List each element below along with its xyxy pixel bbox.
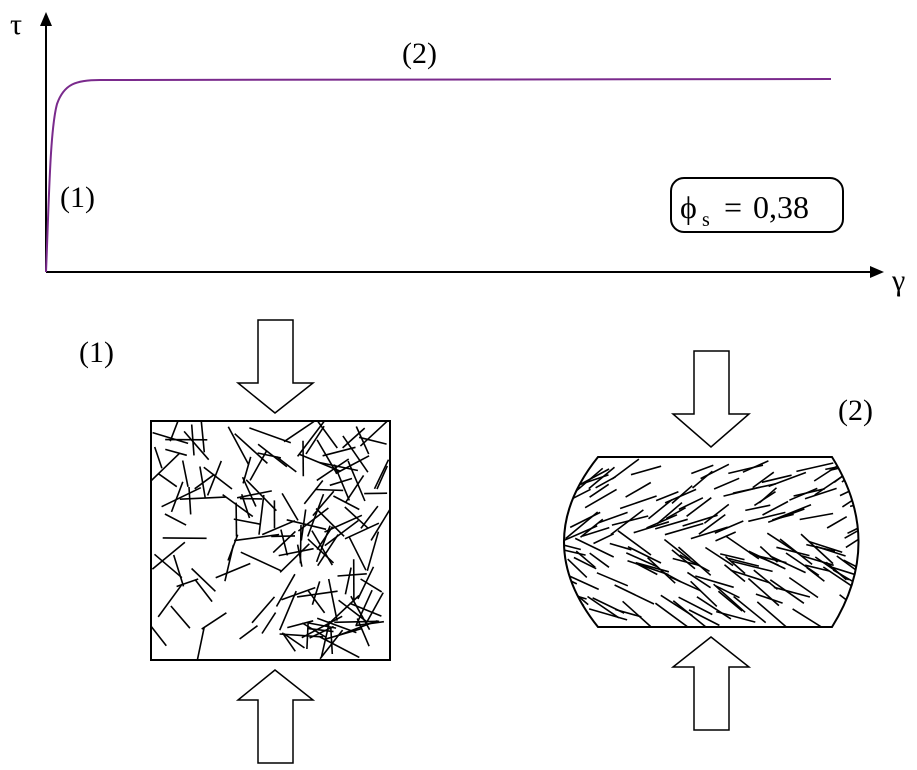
compression-arrow-top-2	[673, 351, 749, 447]
concentration-equals: =	[724, 189, 742, 225]
state-2-sketch: (2)	[549, 351, 877, 730]
fiber	[315, 490, 343, 491]
concentration-symbol: ϕ	[680, 189, 697, 225]
concentration-subscript: s	[702, 209, 710, 231]
compression-arrow-bottom-1	[238, 670, 313, 763]
state-1-label: (1)	[79, 336, 114, 369]
stress-strain-curve	[46, 79, 831, 272]
state-1-sketch: (1)	[79, 320, 392, 763]
curve-label-regime-2: (2)	[402, 37, 437, 70]
stress-strain-graph: τ γ (1) (2) ϕ s = 0,38	[10, 8, 905, 297]
fiber	[271, 536, 295, 537]
y-axis-label: τ	[10, 8, 22, 41]
y-axis-arrowhead	[40, 12, 52, 26]
curve-label-regime-1: (1)	[60, 181, 95, 214]
x-axis-arrowhead	[870, 266, 884, 278]
x-axis-label: γ	[891, 264, 905, 297]
concentration-value: 0,38	[753, 189, 809, 225]
state-2-label: (2)	[838, 394, 873, 427]
compression-arrow-bottom-2	[673, 637, 749, 730]
compression-arrow-top-1	[238, 320, 313, 413]
concentration-box: ϕ s = 0,38	[671, 178, 843, 232]
